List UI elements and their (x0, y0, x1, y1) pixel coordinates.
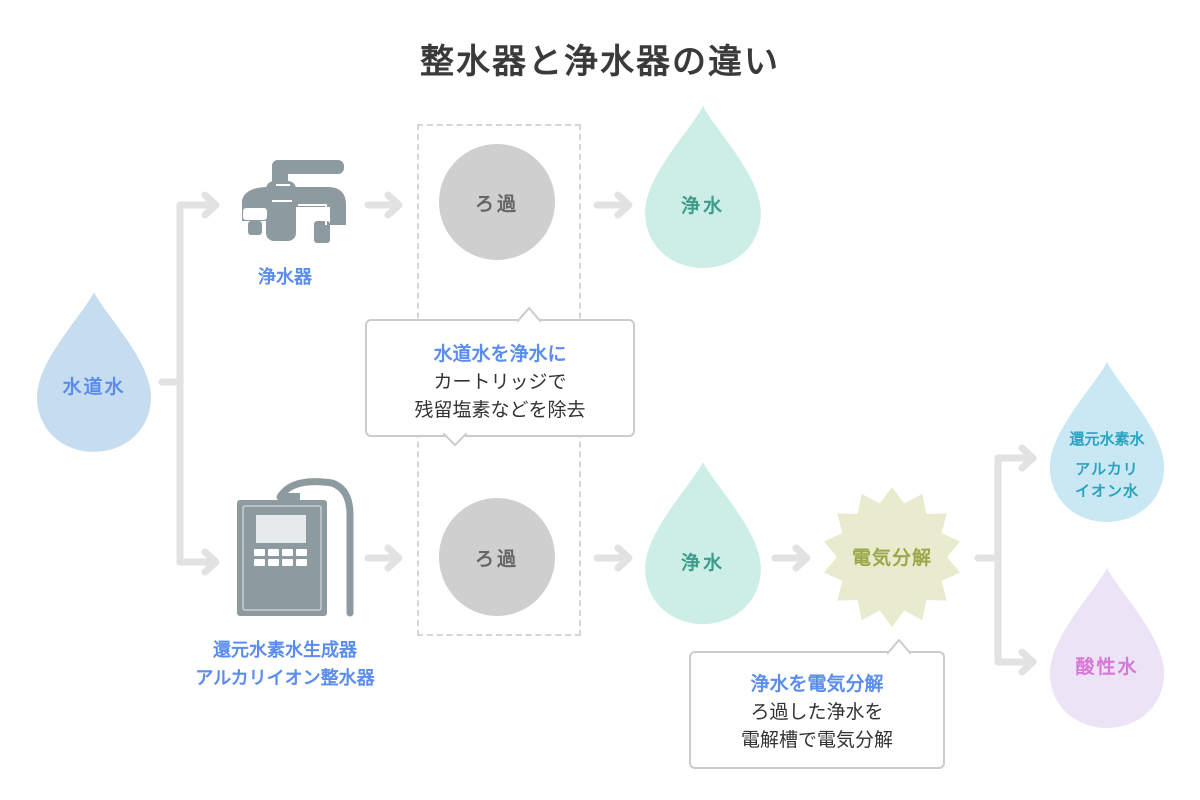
tap-water-drop: 水道水 (37, 292, 151, 452)
purified-water-label-bottom: 浄水 (680, 552, 725, 574)
electrolysis-callout: 浄水を電気分解 ろ過した浄水を 電解槽で電気分解 (689, 639, 945, 769)
purified-water-drop-top: 浄水 (645, 106, 761, 268)
callout-pointer-down (443, 433, 467, 447)
starburst-polygon (823, 487, 961, 627)
ionizer-label-line-1: 還元水素水生成器 (213, 640, 357, 661)
purifier-label: 浄水器 (258, 267, 312, 288)
purified-water-drop-bottom: 浄水 (645, 462, 761, 624)
electrolysis-label: 電気分解 (851, 547, 932, 569)
water-drop-icon (645, 106, 761, 268)
arrow-ionizer-to-filter (364, 544, 403, 572)
water-drop-icon (645, 462, 761, 624)
water-ionizer-device-icon (232, 475, 357, 620)
arrow-to-acidic (994, 648, 1037, 676)
electrolysis-callout-title: 浄水を電気分解 (750, 673, 884, 695)
alkaline-label-line-3: イオン水 (1074, 482, 1139, 500)
filtration-callout: 水道水を浄水に カートリッジで 残留塩素などを除去 (365, 307, 635, 447)
alkaline-water-drop: 還元水素水 アルカリ イオン水 (1048, 362, 1166, 522)
acidic-label: 酸性水 (1075, 656, 1139, 678)
tap-water-label: 水道水 (62, 376, 126, 398)
filtration-circle-bottom: ろ過 (439, 498, 555, 616)
electrolysis-callout-line-1: ろ過した浄水を (750, 701, 884, 723)
arrow-water-to-electrolysis (771, 544, 811, 572)
water-drop-icon (1049, 568, 1165, 728)
filtration-circle-top: ろ過 (439, 144, 555, 260)
filtration-callout-line-1: カートリッジで (433, 371, 567, 393)
diagram-title: 整水器と浄水器の違い (420, 42, 780, 82)
electrolysis-burst: 電気分解 (822, 485, 962, 630)
starburst-shape (823, 487, 961, 627)
ionizer-label: 還元水素水生成器 アルカリイオン整水器 (170, 637, 400, 693)
arrow-to-ionizer (176, 548, 220, 576)
arrow-purifier-to-filter (364, 191, 403, 219)
purified-water-label-top: 浄水 (680, 195, 725, 217)
arrow-filter-to-water-bottom (593, 544, 633, 572)
arrow-to-alkaline (994, 444, 1037, 472)
callout-pointer-up (887, 639, 911, 655)
arrow-filter-to-water-top (593, 191, 633, 219)
acidic-water-drop: 酸性水 (1048, 568, 1166, 728)
callout-pointer-up (517, 307, 541, 323)
branch-connector-right (974, 454, 1002, 666)
ionizer-label-line-2: アルカリイオン整水器 (195, 668, 375, 689)
faucet-water-purifier-icon (232, 155, 352, 245)
electrolysis-callout-line-2: 電解槽で電気分解 (740, 729, 893, 751)
alkaline-label-line-2: アルカリ (1075, 460, 1139, 478)
filtration-callout-title: 水道水を浄水に (433, 343, 567, 365)
arrow-to-purifier (176, 191, 220, 219)
water-drop-icon (37, 292, 151, 452)
branch-connector-left (158, 201, 184, 566)
alkaline-label-line-1: 還元水素水 (1069, 430, 1145, 448)
water-drop-icon (1049, 362, 1165, 522)
filtration-callout-line-2: 残留塩素などを除去 (414, 399, 586, 421)
